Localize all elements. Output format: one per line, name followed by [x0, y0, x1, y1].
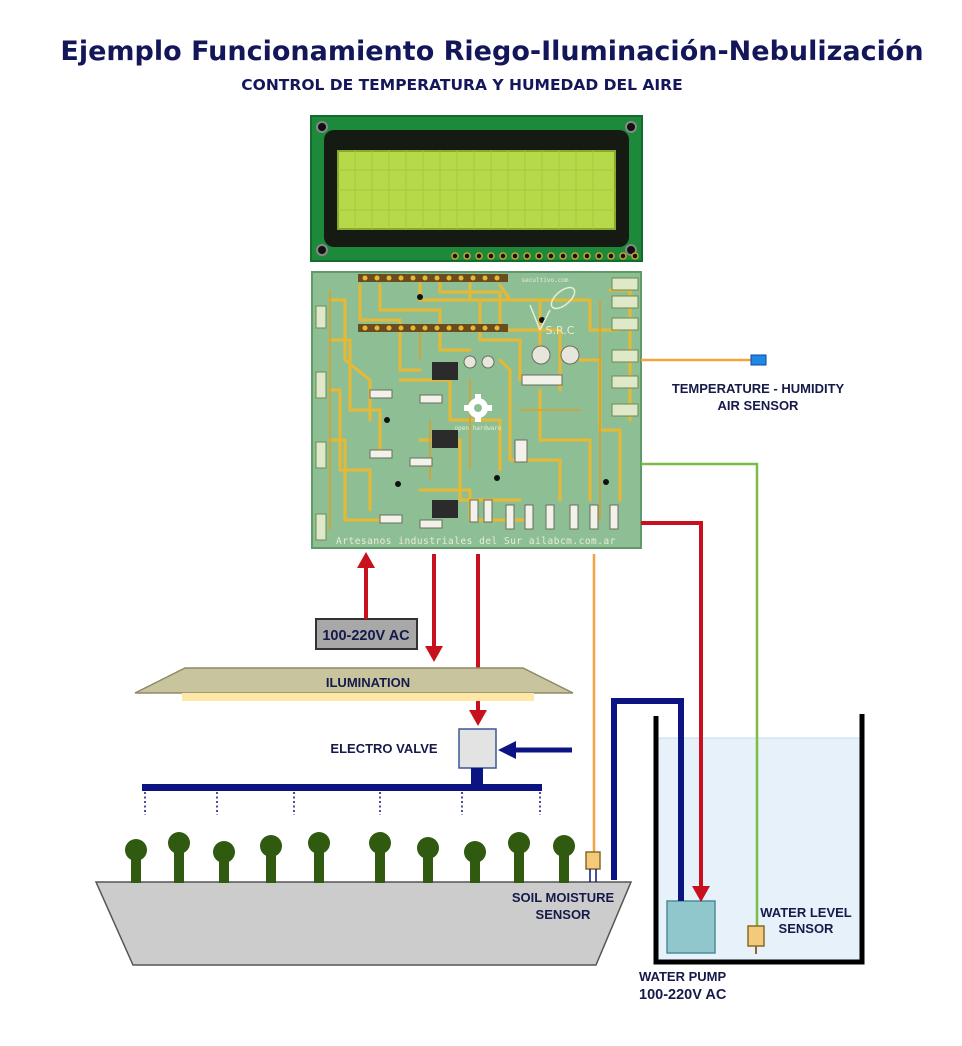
pump-power-arrowhead	[692, 886, 710, 902]
header-pins	[362, 275, 500, 331]
soil-moisture-sensor	[585, 851, 601, 870]
plant	[464, 841, 486, 883]
plant	[168, 832, 190, 883]
diagram-title: Ejemplo Funcionamiento Riego-Iluminación…	[60, 36, 923, 67]
pcb-terminals-right	[611, 277, 639, 417]
illumination-light	[182, 693, 534, 701]
oshw-gear-icon	[464, 394, 492, 422]
mount-hole	[316, 121, 328, 133]
mount-hole	[625, 244, 637, 256]
temp-sensor-label-1: TEMPERATURE - HUMIDITY	[672, 381, 845, 396]
plant	[417, 837, 439, 883]
water-level-label-2: SENSOR	[779, 921, 835, 936]
pcb-bottom-text: Artesanos industriales del Sur ailabcm.c…	[336, 536, 616, 547]
temp-humidity-sensor	[750, 354, 767, 366]
pcb-logo-text: S.R.C	[546, 324, 575, 337]
lcd-header-pins	[451, 252, 639, 260]
pcb-ic-chips	[432, 362, 458, 518]
water-pump	[666, 900, 716, 954]
valve-arrowhead	[469, 710, 487, 726]
temp-sensor-label-2: AIR SENSOR	[718, 398, 800, 413]
pump-power-wire	[641, 521, 703, 888]
illumination-arrowhead	[425, 646, 443, 662]
plant	[308, 832, 330, 883]
water-level-label-1: WATER LEVEL	[760, 905, 852, 920]
illumination-label: ILUMINATION	[326, 675, 410, 690]
pcb-components	[369, 374, 619, 530]
water-level-wire	[641, 462, 759, 928]
water-level-sensor	[747, 925, 765, 947]
plants	[125, 832, 575, 883]
mist-sprays	[144, 792, 541, 815]
mount-hole	[316, 244, 328, 256]
lcd-display	[310, 115, 643, 262]
soil-sensor-label-1: SOIL MOISTURE	[512, 890, 615, 905]
water-inlet-arrowhead	[498, 741, 516, 759]
soil-sensor-label-2: SENSOR	[536, 907, 592, 922]
pcb-terminals-left	[315, 305, 327, 541]
power-input-box	[315, 618, 418, 650]
nebulizer-bar	[142, 784, 542, 791]
plant	[369, 832, 391, 883]
pcb-top-text: secultivo.com	[522, 277, 569, 284]
header-strip-mid	[358, 324, 508, 332]
pump-outlet-pipe	[611, 698, 684, 901]
pcb-capacitors	[463, 345, 580, 369]
plant	[508, 832, 530, 883]
plant	[553, 835, 575, 883]
electro-valve-label: ELECTRO VALVE	[330, 741, 437, 756]
pcb-controller: open hardware S.R.C secultivo.com Artesa…	[311, 271, 642, 549]
valve-stem	[471, 768, 483, 786]
power-input-arrowhead	[357, 552, 375, 568]
illumination-panel	[134, 667, 574, 694]
pcb-vias	[384, 294, 609, 487]
planter-box	[94, 881, 633, 966]
pump-label-2: 100-220V AC	[639, 987, 727, 1003]
diagram-subtitle: CONTROL DE TEMPERATURA Y HUMEDAD DEL AIR…	[241, 76, 682, 94]
pump-label-1: WATER PUMP	[639, 969, 726, 984]
plant	[260, 835, 282, 883]
oshw-text: open hardware	[455, 425, 502, 432]
electro-valve	[458, 728, 497, 769]
mount-hole	[625, 121, 637, 133]
leaf-logo-icon	[529, 286, 576, 331]
lcd-pixel-grid	[338, 151, 615, 229]
tank-wall	[653, 714, 865, 965]
power-input-label: 100-220V AC	[322, 628, 410, 644]
plant	[213, 841, 235, 883]
header-strip-top	[358, 274, 508, 282]
plant	[125, 839, 147, 883]
